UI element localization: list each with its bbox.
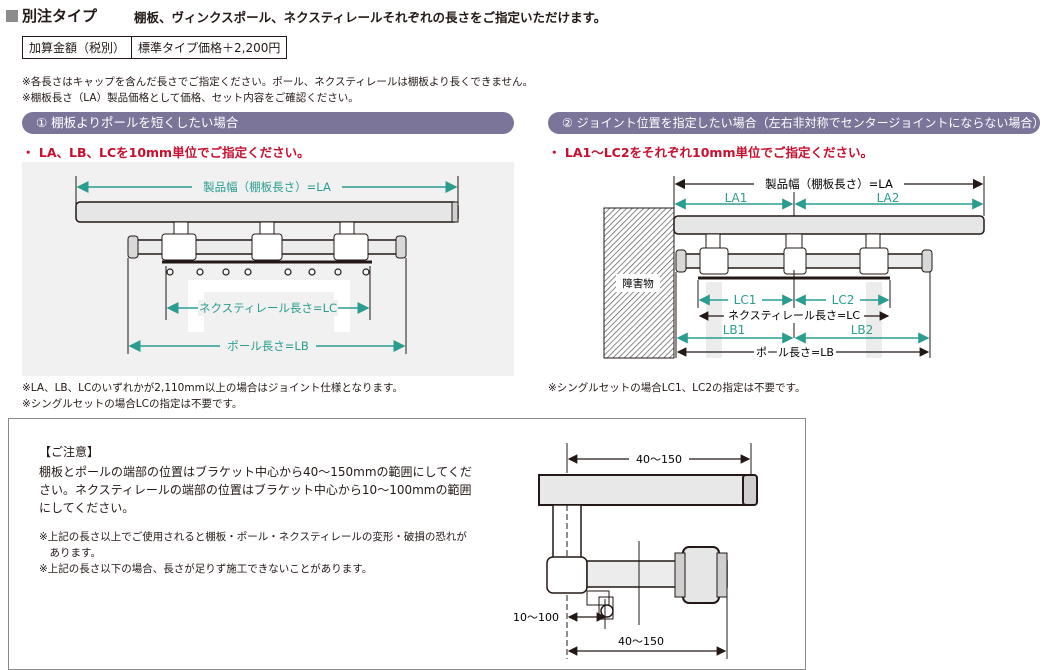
caution-body: 棚板とポールの端部の位置はブラケット中心から40〜150mmの範囲にしてくだ さ… — [39, 463, 472, 517]
lb2-label: LB2 — [851, 323, 874, 337]
price-label: 加算金額（税別） — [21, 36, 133, 59]
caution-body-2: さい。ネクスティレールの端部の位置はブラケット中心から10〜100mmの範囲 — [39, 483, 472, 497]
left-panel-heading: ① 棚板よりポールを短くしたい場合 — [22, 112, 514, 134]
caution-dim-mid: 10〜100 — [513, 611, 559, 624]
lc1-label: LC1 — [734, 293, 757, 307]
right-lb-label: ポール長さ=LB — [756, 346, 834, 359]
left-footnotes: ※LA、LB、LCのいずれかが2,110mm以上の場合はジョイント仕様となります… — [22, 380, 403, 412]
caution-dim-bottom: 40〜150 — [618, 635, 664, 648]
caution-body-3: にしてください。 — [39, 501, 135, 515]
caution-diagram: 40〜150 10〜100 40〜150 — [513, 443, 758, 659]
page-title: 別注タイプ — [6, 5, 97, 26]
caution-dim-top: 40〜150 — [636, 453, 682, 466]
la1-label: LA1 — [725, 191, 748, 205]
caution-heading: 【ご注意】 — [39, 445, 100, 459]
price-table: 加算金額（税別） 標準タイプ価格＋2,200円 — [21, 36, 288, 59]
right-la-label: 製品幅（棚板長さ）=LA — [765, 177, 893, 191]
caution-shelf — [538, 474, 752, 506]
note-1: ※各長さはキャップを含んだ長さでご指定ください。ポール、ネクスティレールは棚板よ… — [22, 76, 534, 88]
caution-body-1: 棚板とポールの端部の位置はブラケット中心から40〜150mmの範囲にしてくだ — [39, 465, 472, 479]
right-panel-heading: ② ジョイント位置を指定したい場合（左右非対称でセンタージョイントにならない場合… — [548, 112, 1044, 134]
right-diagram: 障害物 製品幅（棚板長さ）=LA LA1 LA2 — [548, 162, 1040, 376]
caution-warnings: ※上記の長さ以上でご使用されると棚板・ポール・ネクスティレールの変形・破損の恐れ… — [39, 529, 467, 577]
heading-square-icon — [6, 10, 18, 22]
right-diagram-svg: 障害物 製品幅（棚板長さ）=LA LA1 LA2 — [548, 162, 1040, 376]
caution-warning-3: ※上記の長さ以下の場合、長さが足りず施工できないことがあります。 — [39, 563, 373, 575]
page-title-text: 別注タイプ — [22, 7, 98, 25]
caution-warning-1: ※上記の長さ以上でご使用されると棚板・ポール・ネクスティレールの変形・破損の恐れ… — [39, 531, 467, 543]
left-diagram-svg: 製品幅（棚板長さ）=LA ネクスティレール長さ=LC ポール長 — [22, 162, 514, 376]
left-shelf-board — [75, 201, 459, 223]
left-lc-label: ネクスティレール長さ=LC — [199, 301, 337, 315]
lb1-label: LB1 — [723, 323, 746, 337]
price-value: 標準タイプ価格＋2,200円 — [131, 36, 288, 59]
note-2: ※棚板長さ（LA）製品価格として価格、セット内容をご確認ください。 — [22, 92, 359, 104]
right-shelf-board — [673, 215, 985, 235]
caution-warning-2: あります。 — [39, 547, 101, 559]
left-footnote-1: ※LA、LB、LCのいずれかが2,110mm以上の場合はジョイント仕様となります… — [22, 382, 403, 394]
notes: ※各長さはキャップを含んだ長さでご指定ください。ポール、ネクスティレールは棚板よ… — [22, 74, 533, 106]
left-la-label: 製品幅（棚板長さ）=LA — [203, 180, 331, 194]
caution-box: 【ご注意】 棚板とポールの端部の位置はブラケット中心から40〜150mmの範囲に… — [8, 418, 806, 670]
left-panel-instruction: ・ LA、LB、LCを10mm単位でご指定ください。 — [22, 145, 310, 160]
left-lb-label: ポール長さ=LB — [227, 339, 309, 353]
page-subtitle: 棚板、ヴィンクスポール、ネクスティレールそれぞれの長さをご指定いただけます。 — [134, 10, 607, 25]
right-panel-instruction: ・ LA1〜LC2をそれぞれ10mm単位でご指定ください。 — [548, 145, 873, 160]
left-footnote-2: ※シングルセットの場合LCの指定は不要です。 — [22, 398, 243, 410]
la2-label: LA2 — [877, 191, 900, 205]
left-diagram: 製品幅（棚板長さ）=LA ネクスティレール長さ=LC ポール長 — [22, 162, 514, 376]
right-footnote: ※シングルセットの場合LC1、LC2の指定は不要です。 — [548, 382, 806, 394]
right-lc-label: ネクスティレール長さ=LC — [728, 309, 860, 322]
obstacle-label: 障害物 — [622, 277, 654, 290]
lc2-label: LC2 — [832, 293, 855, 307]
